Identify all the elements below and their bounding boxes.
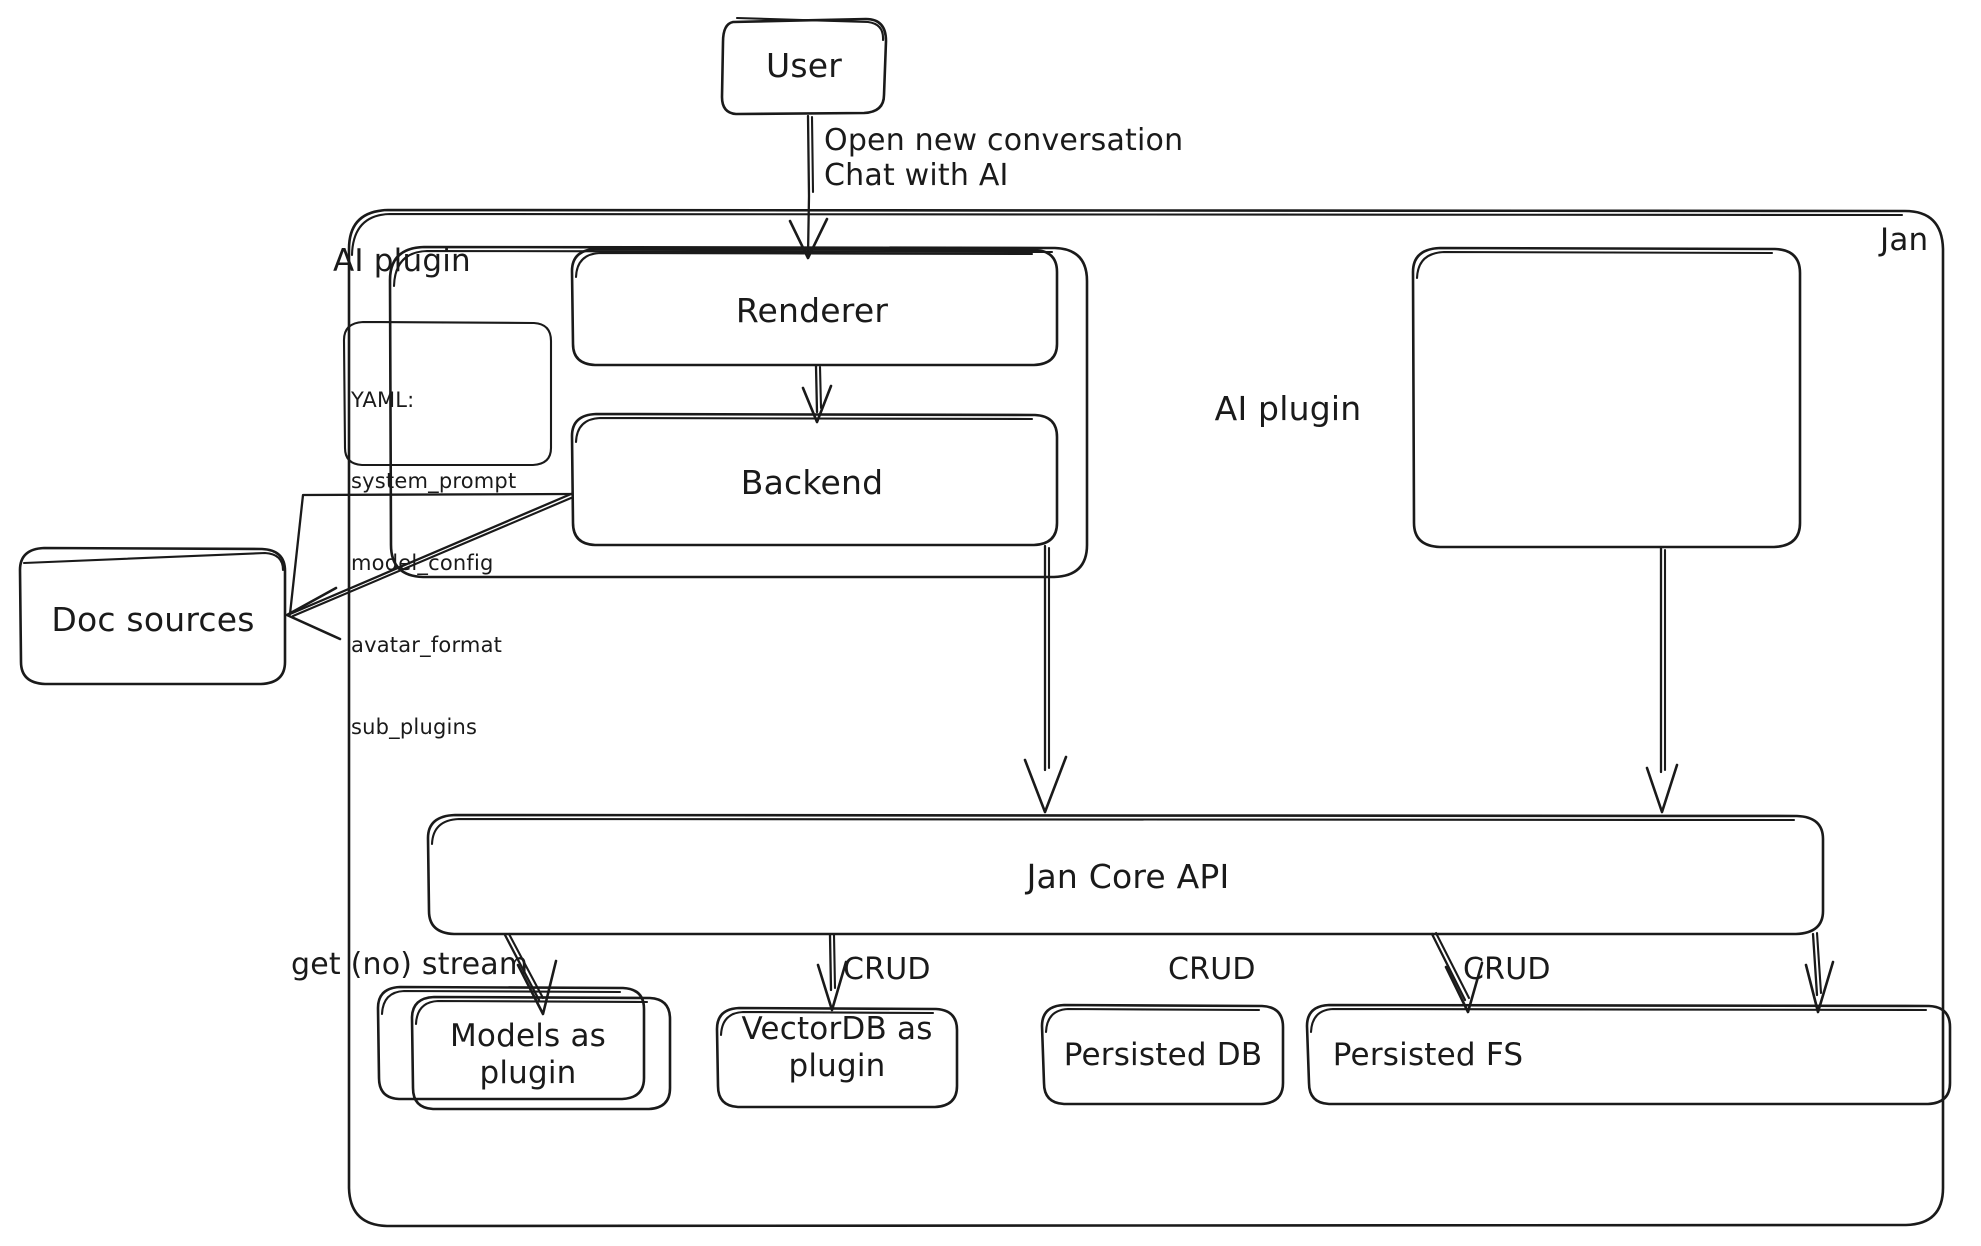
node-jan-core-api-label: Jan Core API xyxy=(1026,857,1230,896)
group-ai-plugin-label: AI plugin xyxy=(333,243,471,279)
edge-backend-to-core-api xyxy=(1023,544,1068,814)
edge-renderer-to-backend xyxy=(801,364,833,424)
edge-core-api-to-persisted-db xyxy=(1430,931,1484,1014)
node-ai-plugin-box-label: AI plugin xyxy=(1214,389,1362,428)
node-persisted-fs-label: Persisted FS xyxy=(1332,1037,1524,1073)
node-yaml-card-shape xyxy=(342,320,553,467)
edge-backend-to-doc-sources xyxy=(285,492,574,641)
edge-label-user-to-renderer: Open new conversation Chat with AI xyxy=(824,123,1184,194)
node-models-plugin-label: Models as plugin xyxy=(449,1018,607,1091)
node-persisted-db-label: Persisted DB xyxy=(1063,1037,1263,1073)
group-jan-container-shape xyxy=(347,208,1945,1228)
node-models-plugin-shape xyxy=(376,985,672,1111)
node-user-shape xyxy=(720,16,888,116)
edge-label-core-api-to-models: get (no) stream xyxy=(291,947,529,982)
node-renderer-label: Renderer xyxy=(735,291,889,330)
yaml-key-avatar-format: avatar_format xyxy=(351,633,503,658)
yaml-card-content: YAML: system_prompt model_config avatar_… xyxy=(351,332,516,796)
node-persisted-db-shape xyxy=(1040,1003,1285,1106)
edge-user-to-renderer xyxy=(788,114,829,260)
yaml-key-model-config: model_config xyxy=(351,551,494,576)
node-vectordb-plugin-label: VectorDB as plugin xyxy=(741,1011,933,1084)
node-renderer-shape xyxy=(570,247,1059,367)
node-jan-core-api-shape xyxy=(426,813,1825,936)
node-doc-sources-label: Doc sources xyxy=(51,600,255,639)
edge-label-core-api-to-persisted-fs: CRUD xyxy=(1463,952,1551,987)
edge-label-core-api-to-vectordb: CRUD xyxy=(843,952,931,987)
node-backend-label: Backend xyxy=(740,463,884,502)
edge-label-core-api-to-persisted-db: CRUD xyxy=(1168,952,1256,987)
group-ai-plugin-shape xyxy=(388,245,1089,579)
edge-core-api-to-vectordb xyxy=(816,933,848,1012)
node-persisted-fs-shape xyxy=(1305,1003,1952,1106)
yaml-card-heading: YAML: xyxy=(351,387,415,412)
yaml-key-system-prompt: system_prompt xyxy=(351,469,517,494)
edge-core-api-to-persisted-fs xyxy=(1804,931,1835,1014)
yaml-key-sub-plugins: sub_plugins xyxy=(351,715,478,740)
node-vectordb-plugin-shape xyxy=(715,1006,959,1109)
node-ai-plugin-box-shape xyxy=(1411,246,1802,549)
node-doc-sources-shape xyxy=(18,546,287,686)
node-backend-shape xyxy=(570,412,1059,547)
edge-ai-plugin-to-core-api xyxy=(1645,546,1679,814)
group-jan-container-label: Jan xyxy=(1880,222,1929,258)
node-user-label: User xyxy=(765,46,843,85)
